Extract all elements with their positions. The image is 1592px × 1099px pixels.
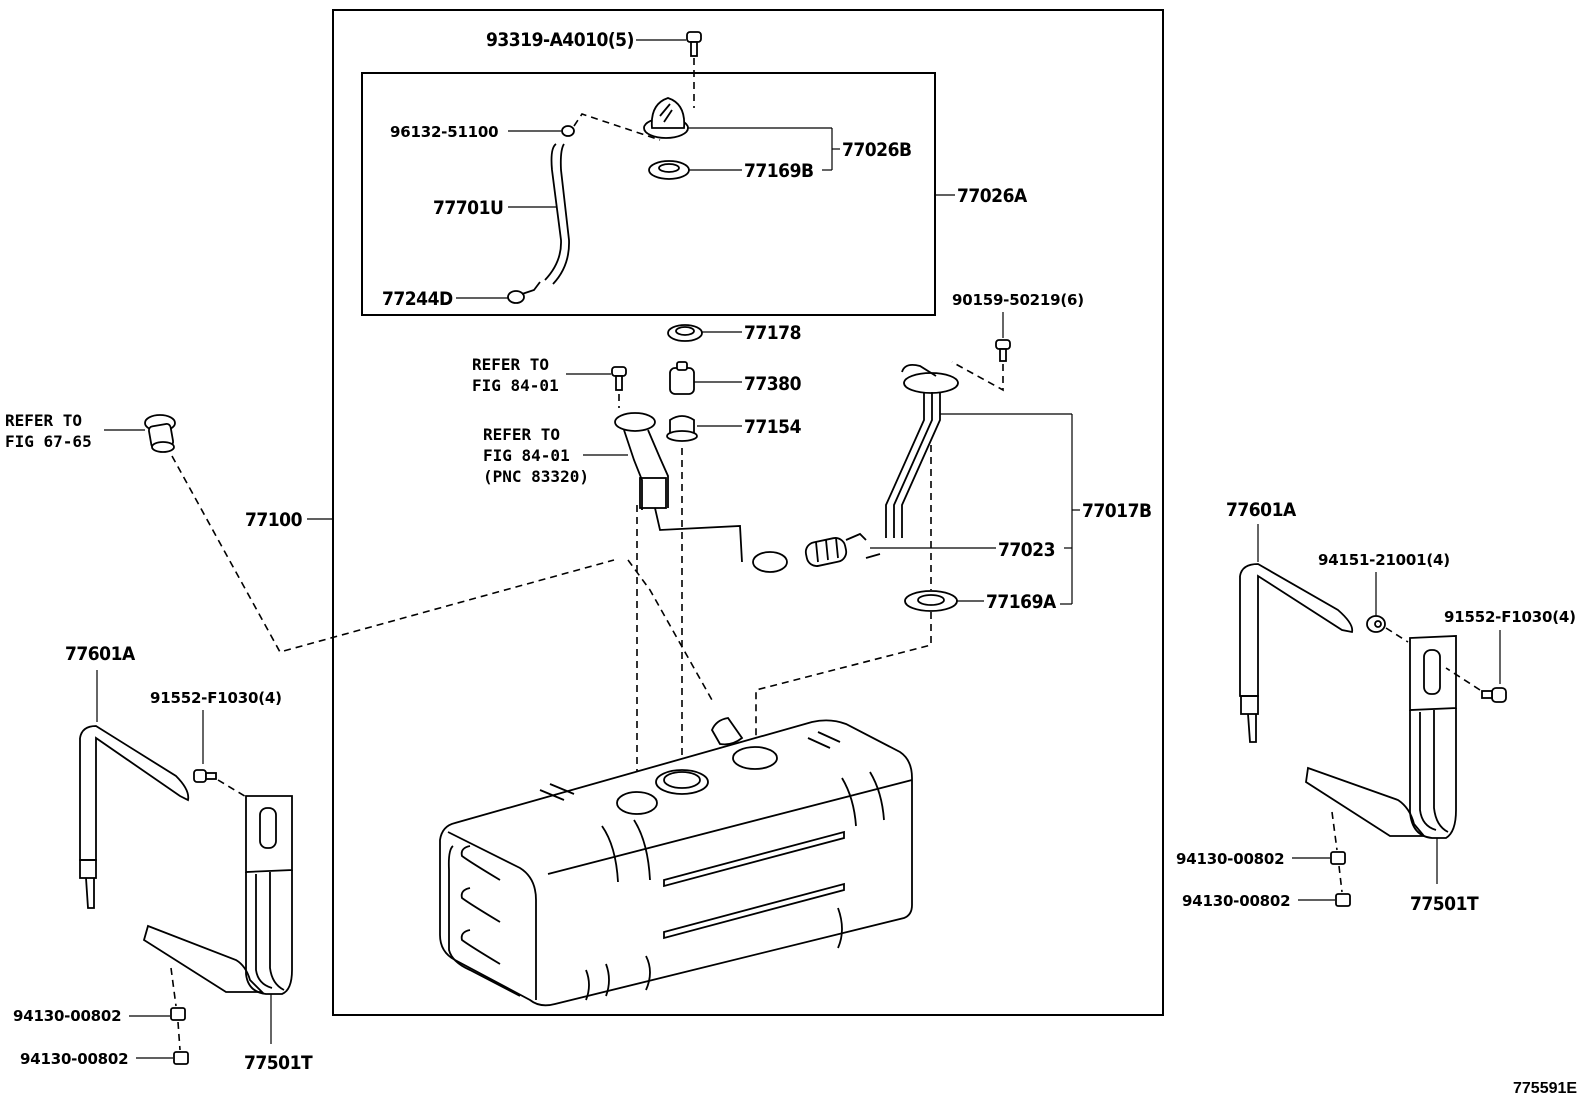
callout-gauge-assy[interactable]: 77017B bbox=[1082, 500, 1152, 522]
right-nut-top-icon bbox=[1366, 615, 1386, 633]
right-nut-1-icon bbox=[1330, 851, 1346, 865]
left-callout-nut-2[interactable]: 94130-00802 bbox=[20, 1050, 129, 1068]
figure-id: 775591E bbox=[1513, 1080, 1577, 1097]
sub-assembly-frame bbox=[361, 72, 936, 316]
gasket-b-icon bbox=[648, 160, 690, 180]
callout-gasket-77178[interactable]: 77178 bbox=[744, 322, 801, 344]
right-callout-bolt[interactable]: 91552-F1030(4) bbox=[1444, 608, 1576, 626]
bolt-top-icon bbox=[686, 31, 702, 57]
main-frame bbox=[332, 9, 1164, 1016]
pump-bolt-icon bbox=[611, 366, 627, 391]
callout-hose[interactable]: 77701U bbox=[433, 197, 504, 219]
right-callout-nut-top[interactable]: 94151-21001(4) bbox=[1318, 551, 1450, 569]
gasket-a-icon bbox=[904, 590, 958, 612]
right-support-icon bbox=[1305, 635, 1457, 839]
callout-clamp[interactable]: 96132-51100 bbox=[390, 123, 499, 141]
right-band-icon bbox=[1239, 563, 1354, 743]
filter-icon bbox=[669, 361, 695, 395]
refer-pump-line2[interactable]: FIG 84-01 bbox=[483, 446, 570, 465]
left-callout-bolt[interactable]: 91552-F1030(4) bbox=[150, 689, 282, 707]
right-nut-2-icon bbox=[1335, 893, 1351, 907]
callout-cap-assy[interactable]: 77026B bbox=[842, 139, 912, 161]
callout-outer-assy[interactable]: 77026A bbox=[957, 185, 1028, 207]
filler-neck-icon bbox=[144, 414, 176, 453]
fuel-tank-icon bbox=[439, 717, 913, 1007]
left-nut-1-icon bbox=[170, 1007, 186, 1021]
right-callout-nut-2[interactable]: 94130-00802 bbox=[1182, 892, 1291, 910]
refer-filler-line2[interactable]: FIG 67-65 bbox=[5, 432, 92, 451]
callout-bolt-top[interactable]: 93319-A4010(5) bbox=[486, 29, 634, 51]
pump-seat-icon bbox=[666, 415, 698, 442]
callout-gasket-a[interactable]: 77169A bbox=[986, 591, 1057, 613]
callout-gasket-b[interactable]: 77169B bbox=[744, 160, 814, 182]
right-callout-band[interactable]: 77601A bbox=[1226, 499, 1297, 521]
hose-icon bbox=[544, 143, 562, 281]
callout-filter[interactable]: 77380 bbox=[744, 373, 802, 395]
refer-pump-bolt-line1[interactable]: REFER TO bbox=[472, 355, 549, 374]
left-callout-support[interactable]: 77501T bbox=[244, 1052, 313, 1074]
gasket-77178-icon bbox=[667, 324, 703, 342]
callout-strainer[interactable]: 77023 bbox=[998, 539, 1055, 561]
left-callout-nut-1[interactable]: 94130-00802 bbox=[13, 1007, 122, 1025]
left-band-icon bbox=[79, 725, 190, 909]
callout-screw-right[interactable]: 90159-50219(6) bbox=[952, 291, 1084, 309]
callout-tank[interactable]: 77100 bbox=[245, 509, 303, 531]
right-callout-support[interactable]: 77501T bbox=[1410, 893, 1479, 915]
right-bolt-icon bbox=[1481, 687, 1507, 703]
callout-pump-seat[interactable]: 77154 bbox=[744, 416, 802, 438]
hose-end-icon bbox=[507, 281, 541, 304]
refer-pump-line1[interactable]: REFER TO bbox=[483, 425, 560, 444]
cap-assy-icon bbox=[643, 97, 689, 139]
left-callout-band[interactable]: 77601A bbox=[65, 643, 136, 665]
left-support-icon bbox=[142, 795, 293, 995]
refer-filler-line1[interactable]: REFER TO bbox=[5, 411, 82, 430]
screw-right-icon bbox=[995, 339, 1011, 362]
clamp-icon bbox=[561, 125, 575, 137]
left-nut-2-icon bbox=[173, 1051, 189, 1065]
left-bolt-icon bbox=[193, 769, 217, 783]
refer-pump-bolt-line2[interactable]: FIG 84-01 bbox=[472, 376, 559, 395]
fuel-gauge-icon bbox=[885, 363, 959, 538]
refer-pump-line3[interactable]: (PNC 83320) bbox=[483, 467, 589, 486]
fuel-pump-icon bbox=[614, 412, 788, 573]
right-callout-nut-1[interactable]: 94130-00802 bbox=[1176, 850, 1285, 868]
strainer-icon bbox=[804, 532, 881, 567]
callout-hose-end[interactable]: 77244D bbox=[382, 288, 453, 310]
